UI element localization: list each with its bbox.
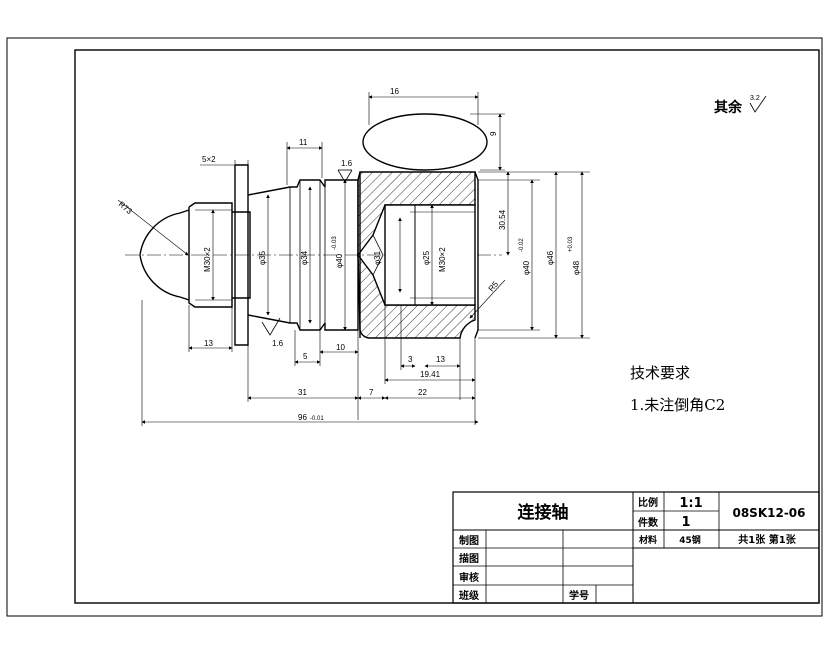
traced-label: 描图 <box>459 552 479 565</box>
dim-13-left: 13 <box>204 339 213 348</box>
dim-16: 16 <box>390 87 399 96</box>
dim-9: 9 <box>489 131 498 136</box>
inner-frame <box>74 49 820 604</box>
dim-96-tol: -0.01 <box>310 416 324 422</box>
dim-phi40b: φ40 <box>522 260 531 275</box>
dim-phi35: φ35 <box>258 250 267 265</box>
dim-30-54: 30.54 <box>498 209 507 230</box>
dim-31: 31 <box>298 388 307 397</box>
dim-7: 7 <box>369 388 374 397</box>
roughness-top-value: 1.6 <box>341 159 353 168</box>
tech-req-title: 技术要求 <box>630 364 690 382</box>
material-label: 材料 <box>638 534 657 546</box>
cross-hole <box>362 113 488 171</box>
dim-phi40: φ40 <box>335 253 344 268</box>
dim-phi31: φ31 <box>373 250 382 265</box>
roughness-bottom-value: 1.6 <box>272 339 284 348</box>
dimension-lines <box>117 92 590 426</box>
drawn-label: 制图 <box>459 534 479 547</box>
dim-m30x2-left: M30×2 <box>203 247 212 272</box>
class-label: 班级 <box>459 589 480 602</box>
dim-5: 5 <box>303 352 308 361</box>
dim-r73: R73 <box>117 200 134 217</box>
dim-5x2: 5×2 <box>202 155 216 164</box>
dim-m30x2-right: M30×2 <box>438 247 447 272</box>
surface-note: 其余 <box>714 99 743 116</box>
part-name: 连接轴 <box>518 502 569 523</box>
dim-10: 10 <box>336 343 345 352</box>
checked-label: 审核 <box>459 571 479 584</box>
material-value: 45钢 <box>679 534 701 546</box>
title-block-text: 连接轴 比例 1:1 件数 1 08SK12-06 材料 45钢 共1张 第1张… <box>459 496 806 602</box>
roughness-symbol-bottom <box>261 317 281 336</box>
dimension-texts: 16 9 11 5×2 R73 1.6 1.6 M30×2 φ35 φ34 φ4… <box>117 87 581 422</box>
outer-border <box>6 37 823 617</box>
section-view <box>357 113 488 339</box>
dim-96: 96 <box>298 413 307 422</box>
dim-phi48: φ48 <box>572 260 581 275</box>
dim-3: 3 <box>408 355 413 364</box>
qty-value: 1 <box>681 515 690 530</box>
dim-phi34: φ34 <box>300 250 309 265</box>
dim-r5: R5 <box>487 279 501 293</box>
student-no-label: 学号 <box>569 589 589 602</box>
scale-label: 比例 <box>638 496 658 509</box>
tech-req-item: 1.未注倒角C2 <box>630 396 725 414</box>
qty-label: 件数 <box>638 516 659 529</box>
dim-phi40-tol: -0.03 <box>332 236 338 250</box>
drawing-number: 08SK12-06 <box>732 506 805 520</box>
dim-phi48-tol: +0.03 <box>568 236 574 252</box>
scale-value: 1:1 <box>679 496 702 511</box>
roughness-symbol-top <box>337 169 353 183</box>
dim-13-right: 13 <box>436 355 445 364</box>
dim-phi46: φ46 <box>546 250 555 265</box>
dim-22: 22 <box>418 388 427 397</box>
dim-11: 11 <box>299 138 308 147</box>
dim-phi25: φ25 <box>422 250 431 265</box>
sheet-info: 共1张 第1张 <box>738 533 796 546</box>
roughness-symbol-general <box>749 95 767 113</box>
title-block <box>452 491 820 604</box>
dim-phi40b-tol: -0.02 <box>519 238 525 252</box>
dim-19-41: 19.41 <box>420 370 441 379</box>
surface-roughness-value: 3.2 <box>750 95 760 102</box>
